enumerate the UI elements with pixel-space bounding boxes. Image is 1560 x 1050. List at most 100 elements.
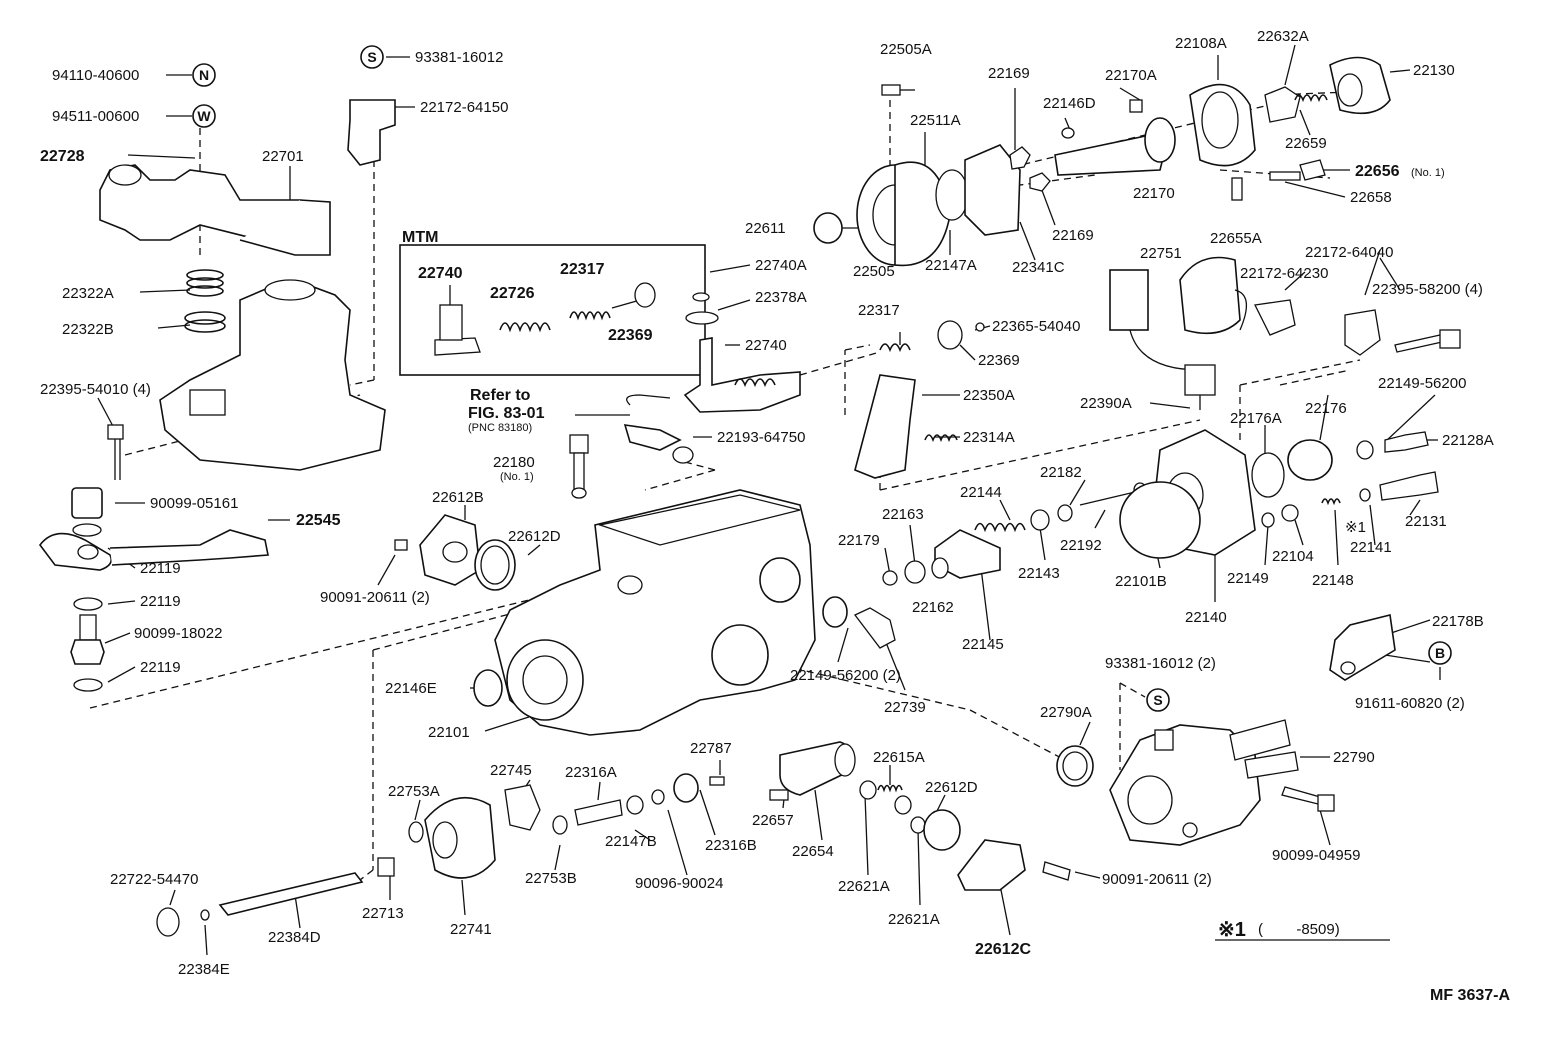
label-22108a: 22108A	[1175, 35, 1227, 52]
label-22621a-bottom: 22621A	[888, 911, 940, 928]
label-22170: 22170	[1133, 185, 1175, 202]
label-22632a: 22632A	[1257, 28, 1309, 45]
label-22180-no1: (No. 1)	[500, 471, 534, 483]
symbol-w: W	[197, 108, 211, 124]
label-22119-top: 22119	[140, 560, 181, 577]
label-22317: 22317	[858, 302, 900, 319]
bracket-22350a	[854, 374, 916, 479]
label-94511-00600: 94511-00600	[52, 108, 139, 125]
label-22147b: 22147B	[605, 833, 657, 850]
label-22147a: 22147A	[925, 257, 977, 274]
label-22740-mtm: 22740	[418, 265, 463, 282]
label-22322a: 22322A	[62, 285, 114, 302]
label-94110-40600: 94110-40600	[52, 67, 139, 84]
label-22511a: 22511A	[910, 112, 961, 129]
label-22182: 22182	[1040, 464, 1082, 481]
label-93381-16012-2: 93381-16012 (2)	[1105, 655, 1216, 672]
label-22162: 22162	[912, 599, 954, 616]
refer-label: Refer to	[470, 387, 531, 404]
label-22101b: 22101B	[1115, 573, 1167, 590]
part-labels: 94110-40600 94511-00600 22728 22701 9338…	[40, 28, 1510, 1004]
label-22350a: 22350A	[963, 387, 1015, 404]
symbol-s: S	[367, 49, 376, 65]
label-22178b: 22178B	[1432, 613, 1484, 630]
link-22728	[108, 164, 142, 186]
label-22611: 22611	[745, 220, 786, 237]
label-22654: 22654	[792, 843, 834, 860]
label-22179: 22179	[838, 532, 880, 549]
label-90099-05161: 90099-05161	[150, 495, 238, 512]
label-93381-16012: 93381-16012	[415, 49, 503, 66]
label-22149-56200: 22149-56200	[1378, 375, 1466, 392]
symbol-b: B	[1435, 645, 1445, 661]
label-22146d: 22146D	[1043, 95, 1096, 112]
refer-pnc: (PNC 83180)	[468, 422, 532, 434]
label-22384d: 22384D	[268, 929, 321, 946]
label-22790: 22790	[1333, 749, 1375, 766]
cover-22130	[1329, 56, 1391, 115]
label-22390a: 22390A	[1080, 395, 1132, 412]
label-22395-54010: 22395-54010 (4)	[40, 381, 151, 398]
label-22140: 22140	[1185, 609, 1227, 626]
label-22316a: 22316A	[565, 764, 617, 781]
label-22740: 22740	[745, 337, 787, 354]
label-22369-mtm: 22369	[608, 327, 653, 344]
label-22341c: 22341C	[1012, 259, 1065, 276]
label-22369: 22369	[978, 352, 1020, 369]
label-22143: 22143	[1018, 565, 1060, 582]
label-22751: 22751	[1140, 245, 1182, 262]
label-22145: 22145	[962, 636, 1004, 653]
label-22131: 22131	[1405, 513, 1447, 530]
label-22384e: 22384E	[178, 961, 230, 978]
label-22169-top: 22169	[988, 65, 1030, 82]
label-22656: 22656	[1355, 163, 1400, 180]
label-22172-64040: 22172-64040	[1305, 244, 1393, 261]
label-22146e: 22146E	[385, 680, 437, 697]
label-90091-20611-right: 90091-20611 (2)	[1102, 871, 1212, 888]
cover-22612c	[957, 839, 1026, 891]
label-22141-star: ※1	[1345, 519, 1366, 536]
label-22316b: 22316B	[705, 837, 757, 854]
label-22612c: 22612C	[975, 941, 1031, 958]
part-shapes	[38, 56, 1461, 937]
ring-22341c	[964, 144, 1021, 236]
label-22141: 22141	[1350, 539, 1392, 556]
label-22740a: 22740A	[755, 257, 807, 274]
leader-lines	[89, 44, 1441, 956]
note-range: ( -8509)	[1258, 921, 1340, 938]
label-22176a: 22176A	[1230, 410, 1282, 427]
label-91611-60820: 91611-60820 (2)	[1355, 695, 1465, 712]
symbol-n: N	[199, 67, 209, 83]
symbol-markers: N W S S B	[192, 45, 1452, 712]
label-22149: 22149	[1227, 570, 1269, 587]
label-22322b: 22322B	[62, 321, 114, 338]
label-22701: 22701	[262, 148, 304, 165]
ring-22108a	[1189, 83, 1256, 167]
label-22144: 22144	[960, 484, 1002, 501]
label-22615a: 22615A	[873, 749, 925, 766]
label-22656-no1: (No. 1)	[1411, 167, 1445, 179]
label-22170a: 22170A	[1105, 67, 1157, 84]
label-22655a: 22655A	[1210, 230, 1262, 247]
label-22505: 22505	[853, 263, 895, 280]
label-22119-mid: 22119	[140, 593, 181, 610]
label-22657: 22657	[752, 812, 794, 829]
mtm-title: MTM	[402, 229, 438, 246]
bracket-22172-64150	[347, 99, 396, 166]
mtm-box	[399, 244, 706, 376]
label-90099-18022: 90099-18022	[134, 625, 222, 642]
bracket-plate	[239, 199, 331, 256]
label-90096-90024: 90096-90024	[635, 875, 723, 892]
label-90091-20611-left: 90091-20611 (2)	[320, 589, 430, 606]
label-22612b: 22612B	[432, 489, 484, 506]
label-22176: 22176	[1305, 400, 1347, 417]
label-22728: 22728	[40, 148, 85, 165]
label-22545: 22545	[296, 512, 341, 529]
label-22172-64150: 22172-64150	[420, 99, 508, 116]
label-90099-04959: 90099-04959	[1272, 847, 1360, 864]
label-22163: 22163	[882, 506, 924, 523]
solenoid-22740	[683, 337, 801, 413]
label-22658: 22658	[1350, 189, 1392, 206]
shaft-22384d	[218, 872, 364, 916]
